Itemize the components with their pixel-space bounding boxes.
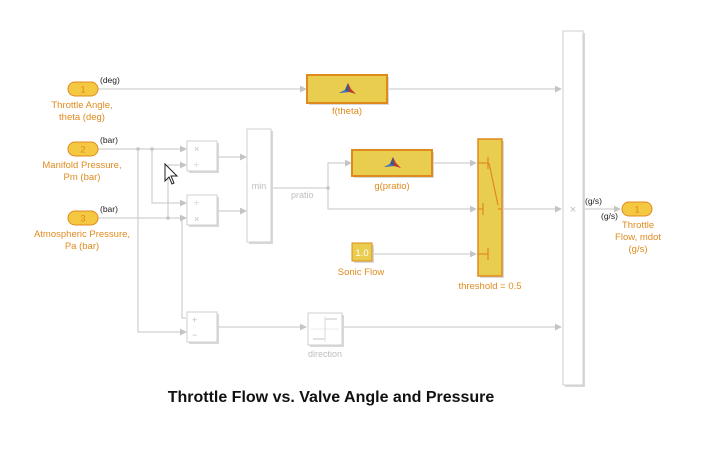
inport-3-name-line2: Pa (bar) xyxy=(65,241,99,252)
inport-2-name-line1: Manifold Pressure, xyxy=(42,160,121,171)
junction-dots xyxy=(136,147,330,220)
inport-3-number: 3 xyxy=(80,214,85,225)
final-product-op: × xyxy=(570,204,576,216)
mouse-pointer-icon xyxy=(164,162,179,185)
product-block-1-body[interactable] xyxy=(186,140,218,172)
min-block[interactable]: min xyxy=(246,128,273,244)
final-product-block-body[interactable] xyxy=(562,30,584,386)
inport-1-number: 1 xyxy=(80,85,85,96)
junction-dot xyxy=(136,147,140,151)
switch-threshold-label: threshold = 0.5 xyxy=(458,281,521,292)
outport-1-name-line2: Flow, mdot xyxy=(615,232,661,243)
outport-1-shape[interactable] xyxy=(621,201,653,217)
junction-dot xyxy=(326,186,330,190)
f-theta-block[interactable]: f(theta) xyxy=(306,74,389,117)
g-pratio-label: g(pratio) xyxy=(374,181,409,192)
sum-op-bottom: − xyxy=(192,330,197,340)
outport-1-name-line1: Throttle xyxy=(622,220,654,231)
outport-1-name-line3: (g/s) xyxy=(629,244,648,255)
product-2-op-bottom: × xyxy=(194,214,199,224)
wire-pratio-to-g[interactable] xyxy=(327,159,352,188)
direction-block[interactable]: direction xyxy=(307,312,344,359)
product-block-2-body[interactable] xyxy=(186,194,218,226)
signal-lines xyxy=(98,85,621,336)
junction-dot xyxy=(150,147,154,151)
wire-pa-to-sum[interactable] xyxy=(181,218,186,319)
switch-block-body[interactable] xyxy=(477,138,503,277)
inport-3-shape[interactable] xyxy=(67,210,99,226)
outport-1-signal-label: (g/s) xyxy=(601,211,618,221)
inport-2-name-line2: Pm (bar) xyxy=(64,172,101,183)
inport-1-shape[interactable] xyxy=(67,81,99,97)
inport-1-name-line2: theta (deg) xyxy=(59,112,105,123)
sum-block[interactable]: + − xyxy=(186,311,219,344)
diagram-title: Throttle Flow vs. Valve Angle and Pressu… xyxy=(168,389,495,406)
inport-2-signal-label: (bar) xyxy=(100,135,118,145)
wire-pa-to-product1[interactable] xyxy=(167,161,187,218)
inport-1-name-line1: Throttle Angle, xyxy=(51,100,112,111)
product-1-op-top: × xyxy=(194,144,199,154)
outport-1[interactable]: (g/s) 1 Throttle Flow, mdot (g/s) xyxy=(601,201,661,255)
inport-2[interactable]: 2 (bar) Manifold Pressure, Pm (bar) xyxy=(42,135,121,183)
inport-3-signal-label: (bar) xyxy=(100,204,118,214)
inport-2-number: 2 xyxy=(80,145,85,156)
pratio-signal-label: pratio xyxy=(291,190,314,200)
product-block-1[interactable]: × ÷ xyxy=(186,140,219,173)
wire-pm-to-sum[interactable] xyxy=(137,149,187,336)
inport-1-signal-label: (deg) xyxy=(100,75,120,85)
matlab-function-icon xyxy=(384,157,401,168)
switch-block[interactable]: threshold = 0.5 xyxy=(458,138,522,292)
product-2-op-top: ÷ xyxy=(194,198,199,208)
inport-3[interactable]: 3 (bar) Atmospheric Pressure, Pa (bar) xyxy=(34,204,130,252)
sonic-flow-label: Sonic Flow xyxy=(338,267,385,278)
product-block-2[interactable]: ÷ × xyxy=(186,194,219,227)
sum-block-body[interactable] xyxy=(186,311,218,343)
direction-label: direction xyxy=(308,349,342,359)
inport-1[interactable]: 1 (deg) Throttle Angle, theta (deg) xyxy=(51,75,120,123)
inport-2-shape[interactable] xyxy=(67,141,99,157)
switch-icon xyxy=(478,157,502,260)
min-block-text: min xyxy=(252,181,267,191)
product-1-op-bottom: ÷ xyxy=(194,160,199,170)
final-product-block[interactable]: × (g/s) xyxy=(562,30,602,387)
sonic-flow-constant[interactable]: 1.0 Sonic Flow xyxy=(338,242,385,278)
wire-pm-to-product2[interactable] xyxy=(151,149,187,207)
wire-pratio-to-switch[interactable] xyxy=(327,188,477,213)
sum-op-top: + xyxy=(192,315,197,325)
final-product-output-label: (g/s) xyxy=(585,196,602,206)
sonic-flow-value: 1.0 xyxy=(355,248,368,259)
sonic-flow-constant-body[interactable] xyxy=(351,242,373,262)
junction-dot xyxy=(166,216,170,220)
inport-3-name-line1: Atmospheric Pressure, xyxy=(34,229,130,240)
matlab-function-icon xyxy=(339,83,356,94)
outport-1-number: 1 xyxy=(634,205,639,216)
g-pratio-block[interactable]: g(pratio) xyxy=(351,149,434,192)
f-theta-label: f(theta) xyxy=(332,106,362,117)
min-block-body[interactable] xyxy=(246,128,272,243)
junction-dot xyxy=(180,216,184,220)
